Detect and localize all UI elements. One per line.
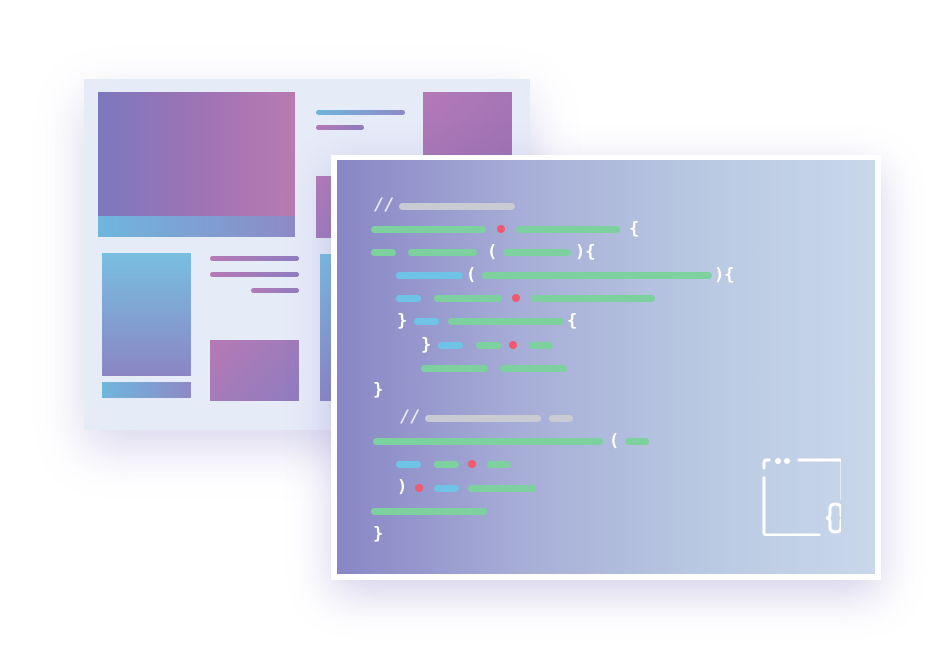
- hero-image-block: [98, 92, 295, 216]
- text-line-2: [210, 272, 299, 277]
- column-image-block: [102, 253, 191, 376]
- code-token: [434, 461, 459, 468]
- paren-close-brace: ){: [714, 265, 735, 285]
- code-token: [434, 485, 459, 492]
- text-line-1: [210, 256, 299, 261]
- code-token: [503, 249, 571, 256]
- code-token: [448, 318, 564, 325]
- column-caption-bar: [102, 382, 191, 398]
- paren-close: ): [397, 477, 408, 497]
- code-token: [529, 342, 553, 349]
- comment-text-2b: [549, 415, 573, 422]
- code-token: [487, 461, 511, 468]
- code-token: [482, 272, 712, 279]
- operator-dot: [509, 341, 517, 349]
- operator-dot: [468, 460, 476, 468]
- brace-close: }: [373, 524, 384, 544]
- paren-close-brace: ){: [575, 242, 596, 262]
- code-token: [373, 438, 603, 445]
- subheading-line: [316, 125, 364, 130]
- code-token: [408, 249, 477, 256]
- text-line-3: [251, 288, 299, 293]
- paren-open: (: [609, 431, 620, 451]
- code-token: [396, 295, 421, 302]
- hero-caption-bar: [98, 216, 295, 237]
- code-window-icon: [762, 458, 841, 536]
- code-editor-card: // { ( ){ ( ){ }: [331, 155, 881, 580]
- operator-dot: [512, 294, 520, 302]
- code-token: [516, 226, 620, 233]
- code-token: [371, 508, 487, 515]
- code-token: [468, 485, 536, 492]
- code-token: [434, 295, 502, 302]
- code-token: [371, 249, 396, 256]
- bottom-image-block: [210, 340, 299, 401]
- code-token: [396, 272, 463, 279]
- brace-close: }: [421, 335, 432, 355]
- code-token: [438, 342, 463, 349]
- code-token: [500, 365, 567, 372]
- brace-open: {: [567, 311, 578, 331]
- paren-open: (: [466, 265, 477, 285]
- comment-marker-1: //: [374, 195, 395, 215]
- comment-marker-2: //: [400, 407, 421, 427]
- code-token: [396, 461, 421, 468]
- code-token: [371, 226, 486, 233]
- code-token: [476, 342, 501, 349]
- code-editor-body: // { ( ){ ( ){ }: [337, 160, 875, 574]
- brace-close: }: [373, 380, 384, 400]
- operator-dot: [415, 484, 423, 492]
- operator-dot: [497, 225, 505, 233]
- code-token: [414, 318, 439, 325]
- brace-open: {: [629, 219, 640, 239]
- code-token: [421, 365, 488, 372]
- code-token: [531, 295, 655, 302]
- code-token: [625, 438, 649, 445]
- comment-text-2: [425, 415, 541, 422]
- paren-open: (: [487, 242, 498, 262]
- heading-line: [316, 110, 405, 115]
- brace-close: }: [397, 311, 408, 331]
- comment-text-1: [399, 203, 515, 210]
